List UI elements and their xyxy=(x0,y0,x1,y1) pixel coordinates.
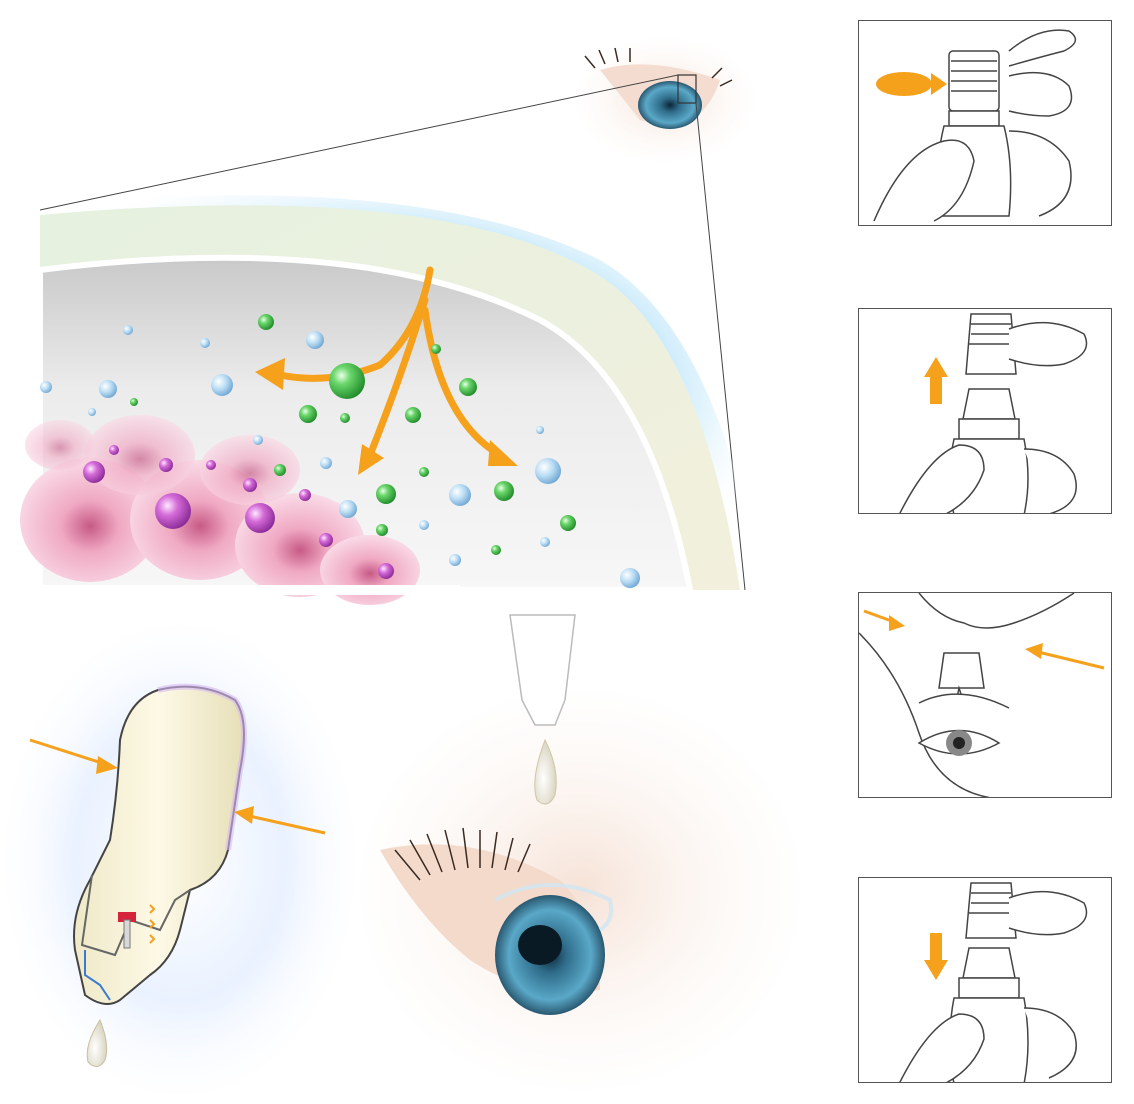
small-eye-thumbnail xyxy=(575,38,755,162)
twist-cap-arrow-icon xyxy=(876,72,947,96)
up-arrow-icon xyxy=(924,357,948,404)
down-arrow-icon xyxy=(924,933,948,980)
purple-molecules xyxy=(83,445,394,579)
main-illustration xyxy=(5,38,800,1095)
water-molecules xyxy=(40,325,640,588)
step-4-panel xyxy=(858,877,1112,1083)
bottle-cross-section xyxy=(5,625,355,1095)
squeeze-arrows-bottle xyxy=(29,738,326,835)
squeeze-arrows-icon xyxy=(863,609,1105,670)
green-molecules xyxy=(130,314,576,555)
eye-sketch xyxy=(917,729,1001,756)
step-1-panel xyxy=(858,20,1112,226)
epithelial-cells xyxy=(20,415,460,605)
step-2-panel xyxy=(858,308,1112,514)
diffusion-arrows xyxy=(276,266,504,459)
dropper-eye xyxy=(360,614,800,1090)
step-3-panel xyxy=(858,592,1112,798)
